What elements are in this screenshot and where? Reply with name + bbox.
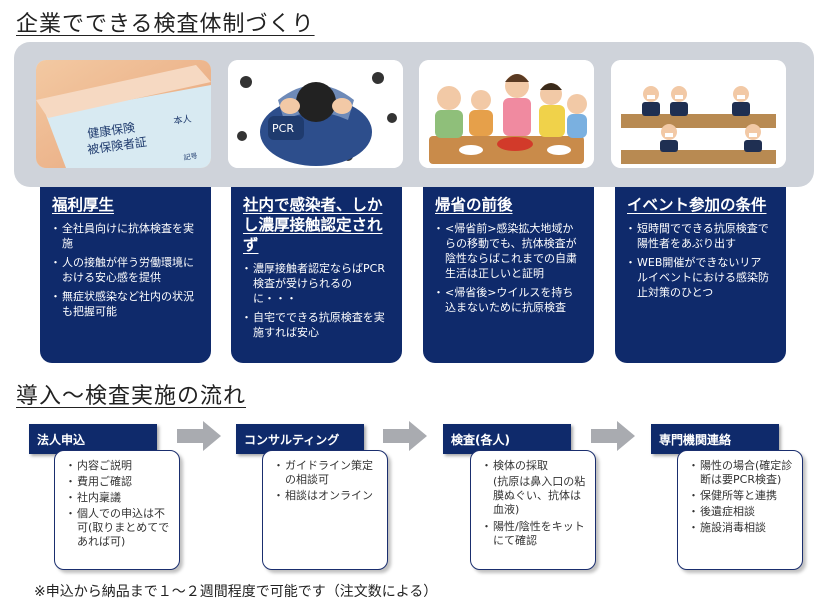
flow-step-1-header: 法人申込 [29,424,157,454]
flow-step-1-box: 内容ご説明 費用ご確認 社内稟議 個人での申込は不可(取りまとめてであれば可) [54,450,180,570]
event-audience-illustration [611,60,786,168]
card-item: 短時間でできる抗原検査で陽性者をあぶり出す [625,221,772,251]
card-infection-at-work: 社内で感染者、しかし濃厚接触認定されず 濃厚接触者認定ならばPCR検査が受けられ… [231,187,402,363]
flow-item: 陽性/陰性をキットにて確認 [481,520,589,548]
flow-item: 相談はオンライン [273,489,381,503]
flow-item: 検体の採取 [481,459,589,473]
section-title-flow: 導入～検査実施の流れ [16,384,247,409]
card-welfare: 福利厚生 全社員向けに抗体検査を実施 人の接触が伴う労働環境における安心感を提供… [40,187,211,363]
flow-step-2-box: ガイドライン策定の相談可 相談はオンライン [262,450,388,570]
flow-item: 施設消毒相談 [688,521,796,535]
card-item: <帰省前>感染拡大地域からの移動でも、抗体検査が陰性ならばこれまでの自粛生活は正… [433,221,580,281]
insurance-card-photo: 健康保険 被保険者証 本人 記号 [36,60,211,168]
card-item: 無症状感染など社内の状況も把握可能 [50,289,197,319]
flow-item: ガイドライン策定の相談可 [273,459,381,487]
flow-item: 保健所等と連携 [688,489,796,503]
card-homecoming: 帰省の前後 <帰省前>感染拡大地域からの移動でも、抗体検査が陰性ならばこれまでの… [423,187,594,363]
card-event-condition: イベント参加の条件 短時間でできる抗原検査で陽性者をあぶり出す WEB開催ができ… [615,187,786,363]
flow-item: 後遺症相談 [688,505,796,519]
card-item: 人の接触が伴う労働環境における安心感を提供 [50,255,197,285]
card-item: 自宅でできる抗原検査を実施すれば安心 [241,310,388,340]
flow-step-3-header: 検査(各人) [443,424,571,454]
card-text-4: 記号 [183,151,198,162]
card-item: 濃厚接触者認定ならばPCR検査が受けられるのに・・・ [241,261,388,306]
section-title-system: 企業でできる検査体制づくり [16,12,315,37]
family-illustration [419,60,594,168]
flow-step-4-box: 陽性の場合(確定診断は要PCR検査) 保健所等と連携 後遺症相談 施設消毒相談 [677,450,803,570]
pcr-tag: PCR [272,122,294,135]
flow-item: 内容ご説明 [65,459,173,473]
flow-arrow-1 [177,421,221,451]
flow-arrow-2 [383,421,427,451]
card-title: 福利厚生 [52,196,115,214]
card-item: <帰省後>ウイルスを持ち込まないために抗原検査 [433,285,580,315]
worried-person-illustration: PCR [228,60,403,168]
flow-step-4-header: 専門機関連絡 [651,424,779,454]
flow-step-3-box: 検体の採取 (抗原は鼻入口の粘膜ぬぐい、抗体は血液) 陽性/陰性をキットにて確認 [470,450,596,570]
flow-note: (抗原は鼻入口の粘膜ぬぐい、抗体は血液) [493,475,586,516]
card-text-3: 本人 [173,113,193,127]
flow-item: 費用ご確認 [65,475,173,489]
card-title: イベント参加の条件 [627,196,767,214]
card-item: 全社員向けに抗体検査を実施 [50,221,197,251]
flow-item: 社内稟議 [65,491,173,505]
flow-item: 陽性の場合(確定診断は要PCR検査) [688,459,796,487]
flow-arrow-3 [591,421,635,451]
card-item: WEB開催ができないリアルイベントにおける感染防止対策のひとつ [625,255,772,300]
footnote: ※申込から納品まで１～２週間程度で可能です（注文数による） [34,584,438,600]
flow-step-2-header: コンサルティング [236,424,364,454]
flow-item: 個人での申込は不可(取りまとめてであれば可) [65,507,173,549]
card-title: 帰省の前後 [435,196,513,214]
card-text-1: 健康保険 [86,119,136,141]
card-title: 社内で感染者、しかし濃厚接触認定されず [243,196,383,254]
